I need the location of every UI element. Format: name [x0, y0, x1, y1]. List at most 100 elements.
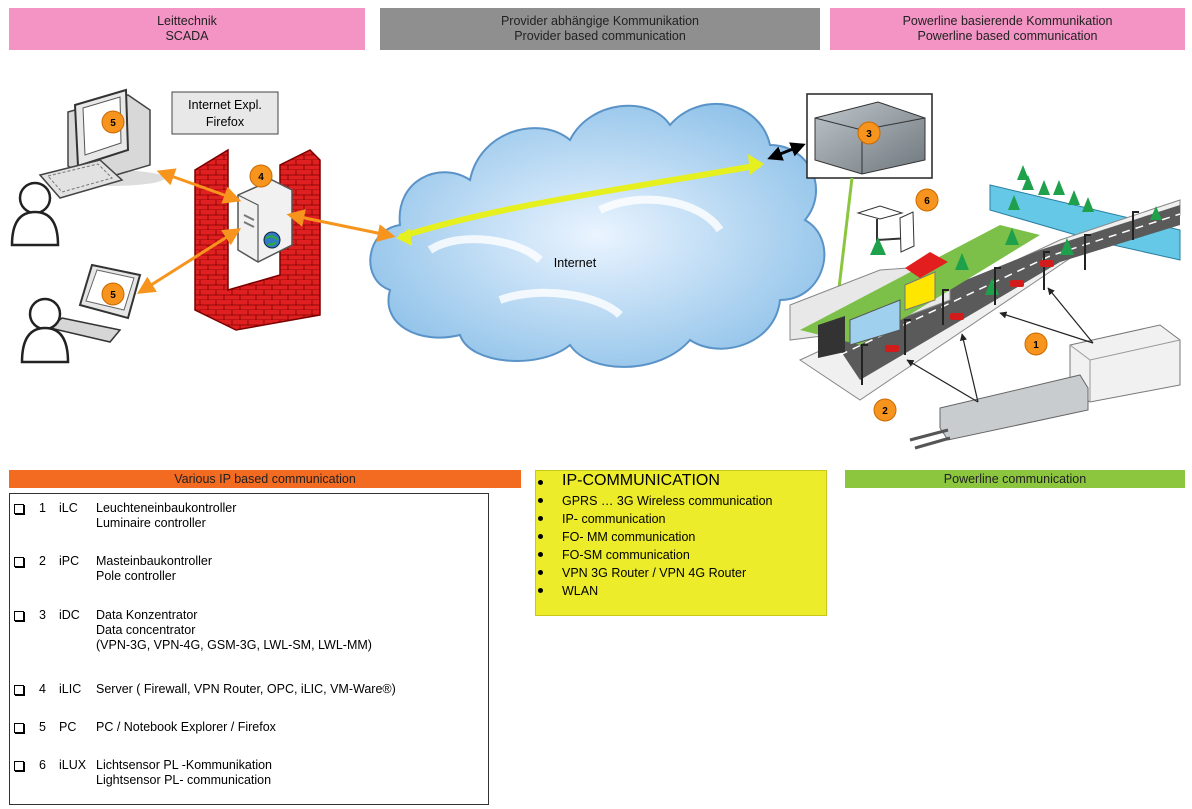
legend-box: 1 iLC Leuchteneinbaukontroller Luminaire…	[9, 493, 489, 805]
bullet-icon	[538, 570, 543, 575]
ip-box-list: GPRS … 3G Wireless communication IP- com…	[536, 492, 772, 600]
legend-num: 3	[39, 608, 46, 622]
ip-box-item-text: IP- communication	[562, 512, 666, 526]
badge-5b-label: 5	[110, 290, 116, 301]
ip-box-item-text: VPN 3G Router / VPN 4G Router	[562, 566, 747, 580]
legend-desc-line: Luminaire controller	[96, 516, 206, 530]
header-powerline-line1: Powerline basierende Kommunikation	[902, 14, 1113, 28]
cloud-beam	[399, 162, 761, 240]
bullet-icon	[538, 480, 543, 485]
legend-desc: Lichtsensor PL -Kommunikation Lightsenso…	[96, 758, 272, 788]
ip-box-item-text: FO-SM communication	[562, 548, 690, 562]
header-provider: Provider abhängige Kommunikation Provide…	[380, 8, 820, 50]
badge-1-label: 1	[1033, 340, 1039, 351]
badge-6-label: 6	[924, 196, 930, 207]
browser-box	[171, 91, 279, 135]
header-provider-line2: Provider based communication	[514, 29, 686, 43]
header-provider-line1: Provider abhängige Kommunikation	[500, 14, 700, 28]
pole-controller-icon	[909, 374, 1089, 450]
legend-desc-line: Masteinbaukontroller	[96, 554, 213, 568]
powerline-communication-bar: Powerline communication	[845, 470, 1185, 488]
legend-abbr: iDC	[59, 608, 80, 622]
legend-desc-line: Lightsensor PL- communication	[96, 773, 272, 787]
browser-box-line1: Internet Expl.	[188, 98, 262, 112]
legend-desc: Masteinbaukontroller Pole controller	[96, 554, 212, 584]
bullet-icon	[538, 498, 543, 503]
badge-4-label: 4	[258, 172, 264, 183]
legend-abbr: iLC	[59, 501, 78, 515]
connector-arrow	[136, 228, 242, 294]
legend-num: 2	[39, 554, 46, 568]
header-powerline-line2: Powerline based communication	[917, 29, 1098, 43]
checkbox-icon	[14, 504, 24, 514]
ip-box-item-text: WLAN	[562, 584, 599, 598]
checkbox-icon	[14, 557, 24, 567]
connector-arrow	[156, 168, 242, 204]
badge-2: 2	[873, 398, 897, 422]
badge-3: 3	[857, 121, 881, 145]
internet-cloud-icon	[369, 103, 826, 368]
laptop-icon	[48, 263, 142, 343]
street-light-icon	[861, 211, 1139, 385]
ip-box-item: IP- communication	[536, 510, 772, 528]
bullet-icon	[538, 534, 543, 539]
badge-2-label: 2	[882, 406, 888, 417]
legend-desc-line: Data concentrator	[96, 623, 196, 637]
legend-desc-line: (VPN-3G, VPN-4G, GSM-3G, LWL-SM, LWL-MM)	[96, 638, 372, 652]
header-scada: Leittechnik SCADA	[9, 8, 365, 50]
header-powerline: Powerline basierende Kommunikation Power…	[830, 8, 1185, 50]
legend-abbr: iPC	[59, 554, 80, 568]
ip-box-item: WLAN	[536, 582, 772, 600]
badge-1: 1	[1024, 332, 1048, 356]
checkbox-icon	[14, 611, 24, 621]
tree-icon	[870, 165, 1162, 295]
legend-num: 1	[39, 501, 46, 515]
black-double-arrow	[767, 142, 806, 161]
badge-5b: 5	[101, 282, 125, 306]
header-scada-line2: SCADA	[165, 29, 209, 43]
legend-desc-line: Server ( Firewall, VPN Router, OPC, iLIC…	[96, 682, 396, 696]
ip-box-item: VPN 3G Router / VPN 4G Router	[536, 564, 772, 582]
ip-communication-box: IP-COMMUNICATION GPRS … 3G Wireless comm…	[535, 470, 827, 616]
legend-num: 4	[39, 682, 46, 696]
legend-desc-line: Leuchteneinbaukontroller	[96, 501, 237, 515]
legend-desc-line: Lichtsensor PL -Kommunikation	[96, 758, 273, 772]
ip-box-item: FO- MM communication	[536, 528, 772, 546]
bullet-icon	[538, 516, 543, 521]
car-icon	[885, 260, 1054, 352]
bullet-icon	[538, 552, 543, 557]
badge-3-label: 3	[866, 129, 872, 140]
badge-6: 6	[915, 188, 939, 212]
legend-desc-line: Data Konzentrator	[96, 608, 198, 622]
legend-desc-line: Pole controller	[96, 569, 176, 583]
light-sensor-icon	[856, 205, 915, 253]
ip-box-item: FO-SM communication	[536, 546, 772, 564]
ip-box-item-text: GPRS … 3G Wireless communication	[562, 494, 773, 508]
user-icon	[20, 297, 70, 364]
legend-num: 5	[39, 720, 46, 734]
cloud-label: Internet	[554, 256, 597, 270]
checkbox-icon	[14, 685, 24, 695]
pointer-lines	[906, 287, 1094, 403]
checkbox-icon	[14, 723, 24, 733]
beam-arrowhead	[748, 154, 764, 175]
user-icon	[10, 181, 60, 247]
badge-5a-label: 5	[110, 118, 116, 129]
network-diagram: Internet Expl. Firefox Internet	[10, 88, 1181, 450]
ip-box-item: GPRS … 3G Wireless communication	[536, 492, 772, 510]
legend-desc-line: PC / Notebook Explorer / Firefox	[96, 720, 276, 734]
legend-num: 6	[39, 758, 46, 772]
legend-desc: PC / Notebook Explorer / Firefox	[96, 720, 276, 735]
legend-desc: Server ( Firewall, VPN Router, OPC, iLIC…	[96, 682, 396, 697]
badge-5a: 5	[101, 110, 125, 134]
ip-box-title: IP-COMMUNICATION	[562, 472, 720, 489]
connector-arrow	[286, 209, 396, 242]
badge-4: 4	[249, 164, 273, 188]
ip-box-item-text: FO- MM communication	[562, 530, 696, 544]
desktop-computer-icon	[38, 88, 165, 199]
legend-desc: Data Konzentrator Data concentrator (VPN…	[96, 608, 372, 653]
legend-abbr: iLUX	[59, 758, 87, 772]
server-icon	[237, 179, 293, 263]
legend-abbr: iLIC	[59, 682, 82, 696]
browser-box-line2: Firefox	[206, 115, 245, 129]
